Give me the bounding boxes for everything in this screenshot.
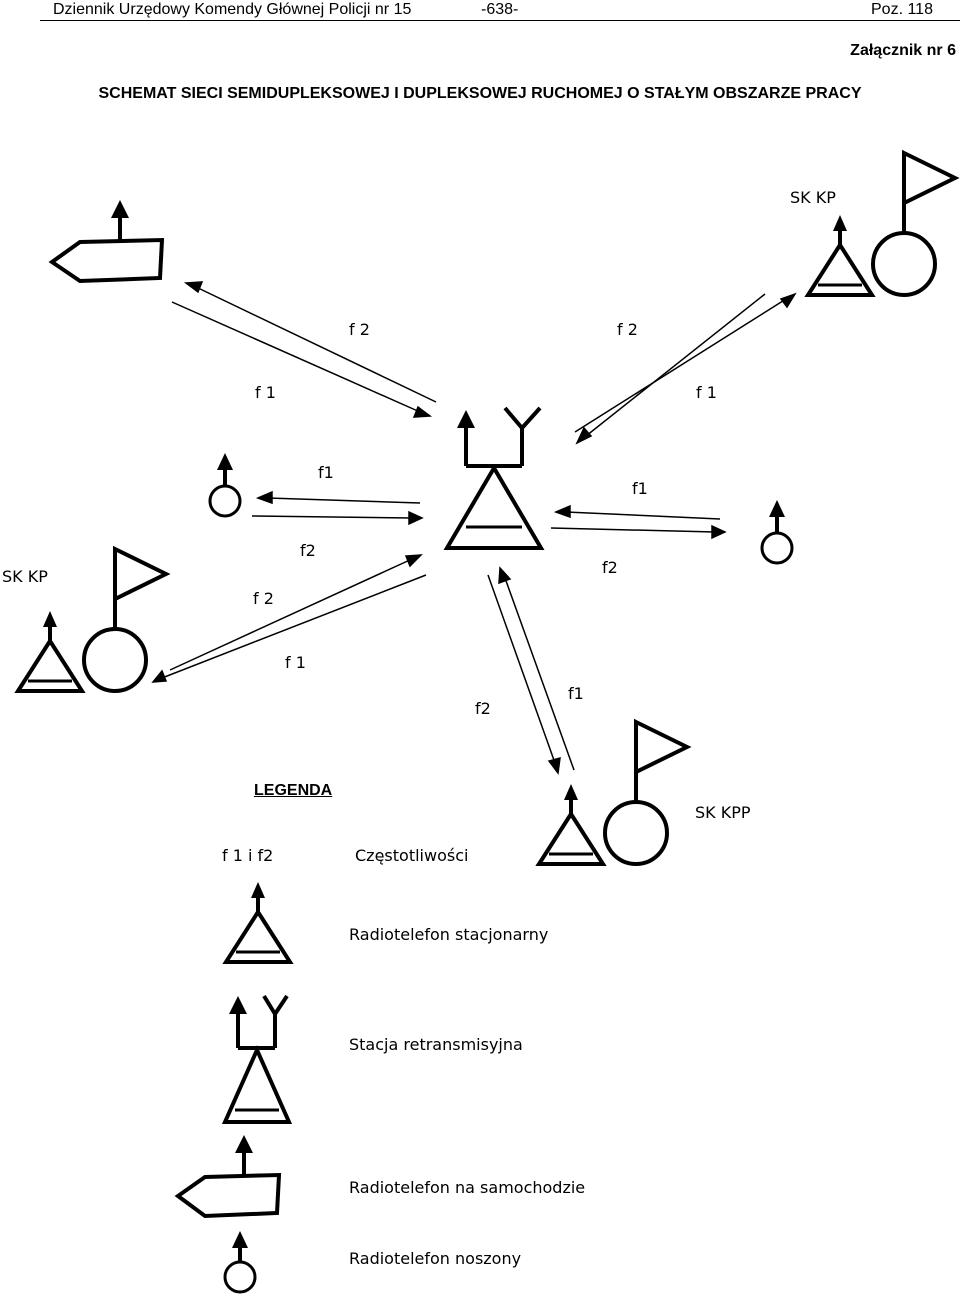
- legend-label-frequencies: Częstotliwości: [355, 846, 469, 865]
- header-rule: [40, 20, 960, 21]
- legend-label-portable: Radiotelefon noszony: [349, 1249, 522, 1268]
- legend-label-stationary: Radiotelefon stacjonarny: [349, 925, 549, 944]
- radiotelefon-noszony-icon: [223, 1231, 257, 1294]
- freq-label: f 2: [617, 320, 638, 339]
- page-title: SCHEMAT SIECI SEMIDUPLEKSOWEJ I DUPLEKSO…: [98, 85, 862, 102]
- radiotelefon-samochod-icon: [48, 200, 165, 284]
- stacja-retransmisyjna-legend-icon: [221, 994, 293, 1124]
- legend-label-vehicle: Radiotelefon na samochodzie: [349, 1178, 586, 1197]
- radiotelefon-noszony-left: [208, 453, 242, 518]
- page-number: -638-: [481, 1, 519, 18]
- journal-title: Dziennik Urzędowy Komendy Głównej Policj…: [53, 1, 412, 18]
- station-label-top-right: SK KP: [790, 188, 836, 207]
- station-label-left: SK KP: [2, 567, 48, 586]
- radiotelefon-samochod-legend-icon: [174, 1135, 282, 1219]
- station-bottom: [537, 718, 692, 866]
- stacja-retransmisyjna-icon: [443, 406, 545, 550]
- freq-label: f 1: [285, 653, 306, 672]
- station-top-right: [806, 149, 960, 297]
- freq-label: f2: [300, 541, 316, 560]
- station-left: [16, 545, 171, 693]
- freq-label: f1: [632, 479, 648, 498]
- freq-label: f2: [602, 558, 618, 577]
- freq-label: f 2: [349, 320, 370, 339]
- link-arrows: [151, 281, 797, 775]
- station-label-bottom: SK KPP: [695, 803, 751, 822]
- position-number: Poz. 118: [871, 1, 933, 18]
- legend-symbol-frequencies: f 1 i f2: [222, 846, 274, 865]
- legend-label-relay: Stacja retransmisyjna: [349, 1035, 523, 1054]
- freq-label: f 2: [253, 589, 274, 608]
- legend-title: LEGENDA: [254, 782, 333, 799]
- freq-label: f 1: [255, 383, 276, 402]
- freq-label: f1: [568, 684, 584, 703]
- freq-label: f 1: [696, 383, 717, 402]
- radiotelefon-noszony-right: [760, 500, 794, 565]
- freq-label: f2: [475, 699, 491, 718]
- page-header: Dziennik Urzędowy Komendy Głównej Policj…: [0, 0, 960, 22]
- annex-label: Załącznik nr 6: [850, 42, 956, 59]
- radiotelefon-stacjonarny-icon: [224, 880, 292, 964]
- freq-label: f1: [318, 463, 334, 482]
